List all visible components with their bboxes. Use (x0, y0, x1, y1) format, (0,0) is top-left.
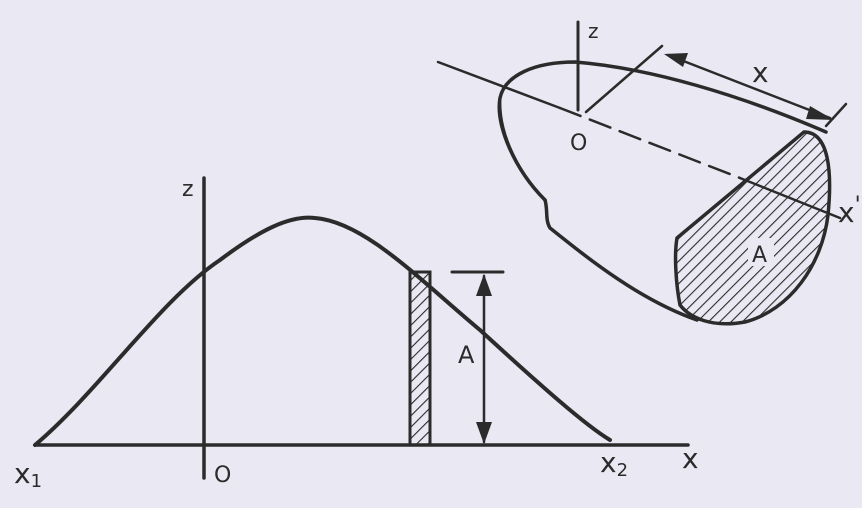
dimension-ext-right (824, 102, 848, 128)
right-figure: z O x x' A (436, 19, 861, 326)
dimension-line (666, 53, 832, 120)
right-x-axis-back (738, 176, 842, 220)
right-origin-label: O (570, 131, 587, 156)
dimension-arrow-right (806, 106, 834, 120)
right-x-label-base: x (838, 196, 855, 229)
body-inner-edge (498, 96, 547, 202)
left-figure: z O x A x1 x2 (14, 176, 699, 492)
left-z-label: z (182, 177, 194, 202)
cross-section-label-bg (748, 238, 774, 266)
x2-label-sub: 2 (617, 460, 628, 481)
right-x-axis-hidden (558, 106, 742, 180)
left-origin-label: O (214, 463, 231, 488)
dimension-x-label: x (752, 56, 769, 89)
x2-label-base: x (600, 446, 617, 479)
x1-label-sub: 1 (31, 471, 42, 492)
area-label-left: A (458, 341, 475, 369)
hatched-strip (408, 270, 432, 447)
body-bottom-outline (543, 198, 699, 322)
bell-curve (33, 215, 612, 447)
right-x-axis-front (436, 60, 562, 110)
x1-label-base: x (14, 457, 31, 490)
dimension-arrow-left (664, 53, 688, 67)
area-label-right: A (752, 243, 767, 268)
right-z-label: z (588, 19, 599, 43)
height-arrow-down (476, 422, 492, 444)
right-x-label-prime: ' (855, 193, 861, 218)
x1-label: x1 (14, 457, 42, 492)
height-arrow-up (476, 274, 492, 296)
left-x-label: x (682, 442, 699, 475)
x2-label: x2 (600, 446, 628, 481)
right-x-label: x' (838, 193, 861, 229)
dimension-ext-left (584, 44, 664, 114)
cross-section (673, 130, 832, 326)
